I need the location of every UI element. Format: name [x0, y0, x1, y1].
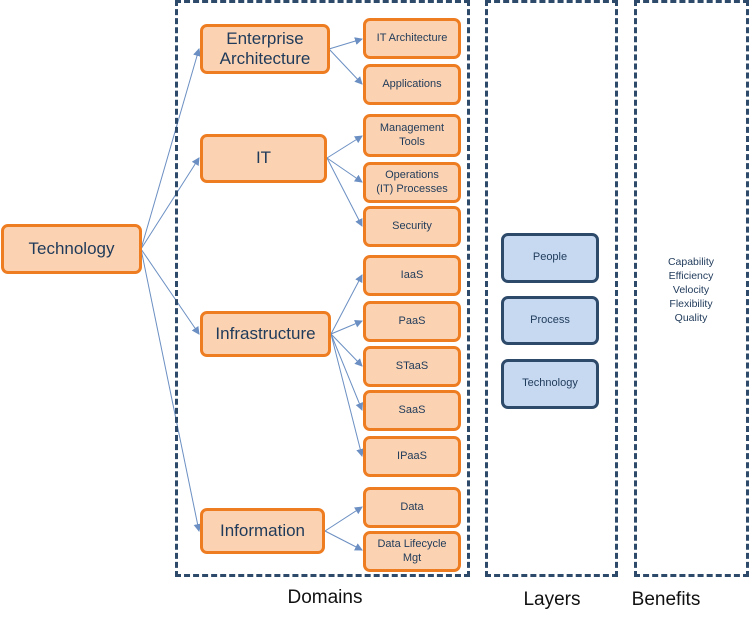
edge-ea-applications [328, 48, 363, 85]
child-node-applications: Applications [363, 64, 461, 105]
edge-infra-iaas [330, 274, 363, 335]
edge-technology-enterprise-architecture [140, 48, 201, 250]
edge-technology-it [140, 157, 200, 250]
domain-node-information: Information [200, 508, 325, 554]
edge-it-operations [326, 157, 363, 183]
child-node-paas: PaaS [363, 301, 461, 342]
layers-region [485, 0, 618, 577]
benefit-item: Efficiency [668, 270, 714, 282]
benefit-item: Quality [674, 312, 708, 324]
child-node-management-tools: Management Tools [363, 114, 461, 157]
child-node-it-architecture: IT Architecture [363, 18, 461, 59]
caption-layers: Layers [523, 589, 581, 610]
child-node-saas: SaaS [363, 390, 461, 431]
child-node-data: Data [363, 487, 461, 528]
child-node-staas: STaaS [363, 346, 461, 387]
edge-it-security [326, 157, 363, 227]
benefit-item: Flexibility [669, 298, 713, 310]
edge-infra-paas [330, 320, 363, 335]
benefits-region [634, 0, 749, 577]
layer-node-people: People [501, 233, 599, 283]
edge-technology-information [140, 248, 202, 532]
child-node-security: Security [363, 206, 461, 247]
benefit-item: Capability [667, 256, 715, 268]
edge-info-lifecycle [324, 530, 363, 551]
layer-node-process: Process [501, 296, 599, 345]
edge-ea-it-architecture [328, 37, 363, 50]
edge-it-management-tools [326, 135, 363, 159]
edge-technology-infrastructure [140, 248, 200, 335]
caption-domains: Domains [287, 587, 363, 608]
edge-info-data [324, 506, 363, 532]
edge-infra-ipaas [330, 333, 365, 457]
layer-node-technology: Technology [501, 359, 599, 409]
child-node-operations-processes: Operations (IT) Processes [363, 162, 461, 203]
child-node-ipaas: IPaaS [363, 436, 461, 477]
benefit-item: Velocity [672, 284, 710, 296]
domain-node-enterprise-architecture: Enterprise Architecture [200, 24, 330, 74]
edge-infra-staas [330, 333, 363, 367]
child-node-iaas: IaaS [363, 255, 461, 296]
domains-region [175, 0, 470, 577]
child-node-data-lifecycle-mgt: Data Lifecycle Mgt [363, 531, 461, 572]
domain-node-it: IT [200, 134, 327, 183]
benefits-list: Capability Efficiency Velocity Flexibili… [637, 255, 745, 325]
caption-benefits: Benefits [631, 589, 701, 610]
edge-infra-saas [330, 333, 364, 411]
root-node-technology: Technology [1, 224, 142, 274]
domain-node-infrastructure: Infrastructure [200, 311, 331, 357]
